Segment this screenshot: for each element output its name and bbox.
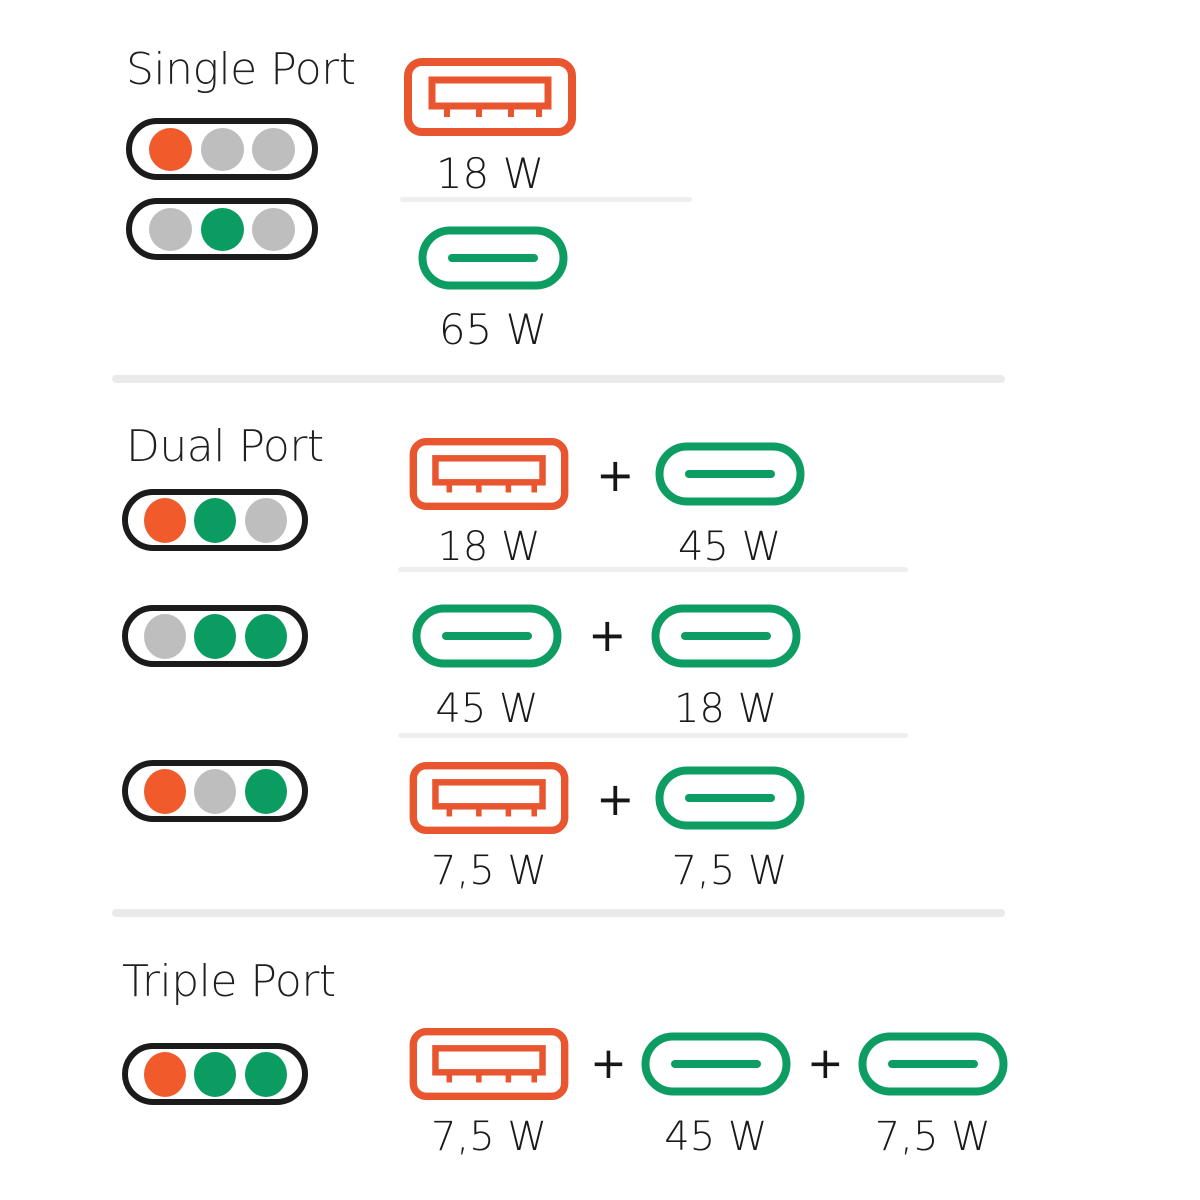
output-single-2-1: 65 W bbox=[418, 226, 568, 351]
output-triple-1-1: 7,5 W bbox=[404, 1028, 574, 1157]
plus-icon: + bbox=[588, 608, 627, 662]
port-dot-green bbox=[244, 1051, 287, 1097]
section-title-triple-port: Triple Port bbox=[122, 956, 336, 1007]
usb-c-icon bbox=[412, 604, 562, 673]
port-dot-gray bbox=[148, 207, 192, 251]
port-dot-orange bbox=[143, 768, 186, 814]
watt-label: 45 W bbox=[664, 1114, 768, 1160]
output-dual-2-2: 18 W bbox=[651, 604, 801, 729]
port-indicator-dual-row-2 bbox=[122, 605, 308, 667]
watt-label: 18 W bbox=[437, 524, 541, 570]
port-dot-gray bbox=[194, 768, 236, 814]
port-dot-gray bbox=[200, 127, 244, 171]
output-single-1-1: 18 W bbox=[404, 58, 576, 195]
port-dot-orange bbox=[143, 1051, 186, 1097]
usb-a-icon bbox=[404, 1028, 574, 1105]
port-indicator-triple-row-1 bbox=[122, 1043, 308, 1105]
usb-c-icon bbox=[655, 438, 805, 511]
output-row-dual-2: 45 W + 18 W bbox=[412, 604, 801, 729]
watt-label: 7,5 W bbox=[431, 1114, 547, 1160]
port-dot-green bbox=[194, 1051, 236, 1097]
port-indicator-single-row-1 bbox=[126, 118, 318, 180]
port-indicator-single-row-2 bbox=[126, 198, 318, 260]
usb-a-icon bbox=[404, 438, 574, 515]
plus-icon: + bbox=[596, 772, 635, 826]
port-indicator-dual-row-1 bbox=[122, 489, 308, 551]
watt-label: 45 W bbox=[435, 686, 539, 732]
port-dot-green bbox=[244, 768, 287, 814]
section-divider-2 bbox=[112, 909, 1005, 917]
usb-c-icon bbox=[651, 604, 801, 673]
watt-label: 65 W bbox=[438, 305, 548, 354]
output-dual-2-1: 45 W bbox=[412, 604, 562, 729]
port-dot-green bbox=[200, 207, 244, 251]
usb-c-icon bbox=[418, 226, 568, 295]
usb-a-icon bbox=[404, 762, 574, 839]
usb-c-icon bbox=[641, 1028, 791, 1101]
port-dot-gray bbox=[143, 613, 186, 659]
port-indicator-dual-row-3 bbox=[122, 760, 308, 822]
output-dual-3-2: 7,5 W bbox=[655, 762, 805, 891]
output-triple-1-2: 45 W bbox=[641, 1028, 791, 1157]
usb-c-icon bbox=[655, 762, 805, 835]
port-dot-green bbox=[244, 613, 287, 659]
watt-label: 18 W bbox=[435, 149, 545, 198]
port-dot-gray bbox=[252, 127, 296, 171]
port-dot-green bbox=[194, 497, 236, 543]
output-row-dual-1: 18 W + 45 W bbox=[404, 438, 805, 567]
output-row-single-1: 18 W bbox=[404, 58, 576, 195]
output-dual-1-2: 45 W bbox=[655, 438, 805, 567]
output-row-single-2: 65 W bbox=[418, 226, 568, 351]
watt-label: 7,5 W bbox=[431, 848, 547, 894]
row-divider-dual-2 bbox=[398, 733, 908, 738]
port-dot-orange bbox=[143, 497, 186, 543]
output-row-triple-1: 7,5 W + 45 W + bbox=[404, 1028, 1008, 1157]
port-dot-green bbox=[194, 613, 236, 659]
section-title-dual-port: Dual Port bbox=[126, 421, 324, 472]
section-divider-1 bbox=[112, 375, 1005, 383]
output-row-dual-3: 7,5 W + 7,5 W bbox=[404, 762, 805, 891]
watt-label: 7,5 W bbox=[671, 848, 788, 894]
watt-label: 45 W bbox=[677, 524, 782, 570]
usb-c-icon bbox=[858, 1028, 1008, 1101]
row-divider-single bbox=[400, 197, 692, 202]
usb-a-icon bbox=[404, 58, 576, 141]
watt-label: 18 W bbox=[673, 686, 778, 732]
plus-icon: + bbox=[806, 1038, 844, 1089]
section-title-single-port: Single Port bbox=[126, 44, 356, 95]
row-divider-dual-1 bbox=[398, 567, 908, 572]
plus-icon: + bbox=[590, 1038, 627, 1089]
port-dot-gray bbox=[244, 497, 287, 543]
plus-icon: + bbox=[596, 448, 635, 502]
output-dual-3-1: 7,5 W bbox=[404, 762, 574, 891]
watt-label: 7,5 W bbox=[874, 1114, 991, 1160]
port-dot-orange bbox=[148, 127, 192, 171]
output-dual-1-1: 18 W bbox=[404, 438, 574, 567]
port-dot-gray bbox=[252, 207, 296, 251]
output-triple-1-3: 7,5 W bbox=[858, 1028, 1008, 1157]
